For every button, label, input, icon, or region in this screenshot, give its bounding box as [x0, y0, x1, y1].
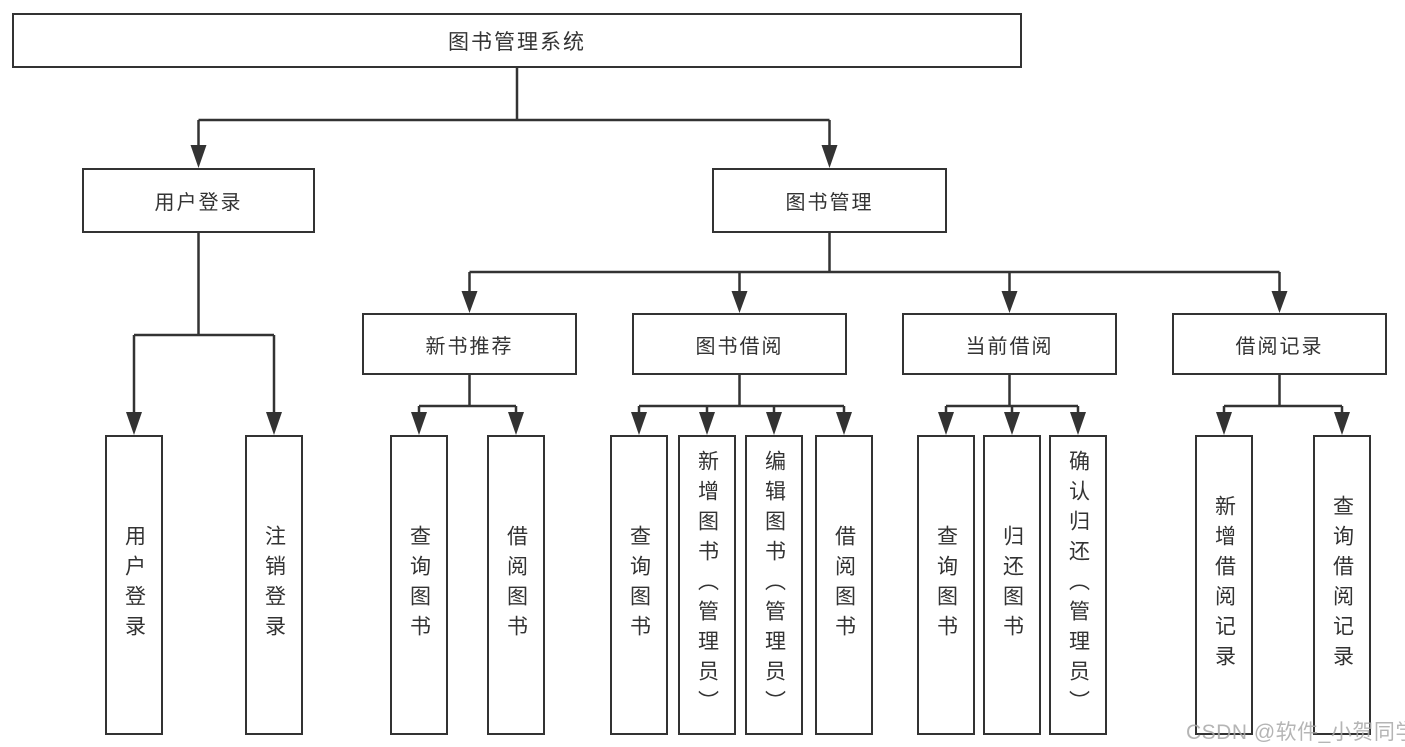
leaf-user-login: 用户登录	[105, 435, 163, 735]
leaf-return-books: 归还图书	[983, 435, 1041, 735]
node-library-system: 图书管理系统	[12, 13, 1022, 68]
node-book-management: 图书管理	[712, 168, 947, 233]
leaf-add-borrow-record: 新增借阅记录	[1195, 435, 1253, 735]
csdn-watermark: CSDN @软件_小贺同学	[1186, 721, 1405, 744]
node-new-book-recommend: 新书推荐	[362, 313, 577, 375]
leaf-query-books-current: 查询图书	[917, 435, 975, 735]
leaf-borrow-books-recommend: 借阅图书	[487, 435, 545, 735]
leaf-query-books-borrow: 查询图书	[610, 435, 668, 735]
leaf-query-borrow-record: 查询借阅记录	[1313, 435, 1371, 735]
leaf-confirm-return-admin: 确认归还（管理员）	[1049, 435, 1107, 735]
node-book-borrow: 图书借阅	[632, 313, 847, 375]
node-borrow-records: 借阅记录	[1172, 313, 1387, 375]
leaf-edit-books-admin: 编辑图书（管理员）	[745, 435, 803, 735]
leaf-query-books-recommend: 查询图书	[390, 435, 448, 735]
leaf-add-books-admin: 新增图书（管理员）	[678, 435, 736, 735]
leaf-logout: 注销登录	[245, 435, 303, 735]
leaf-borrow-books: 借阅图书	[815, 435, 873, 735]
node-user-login: 用户登录	[82, 168, 315, 233]
node-current-borrow: 当前借阅	[902, 313, 1117, 375]
